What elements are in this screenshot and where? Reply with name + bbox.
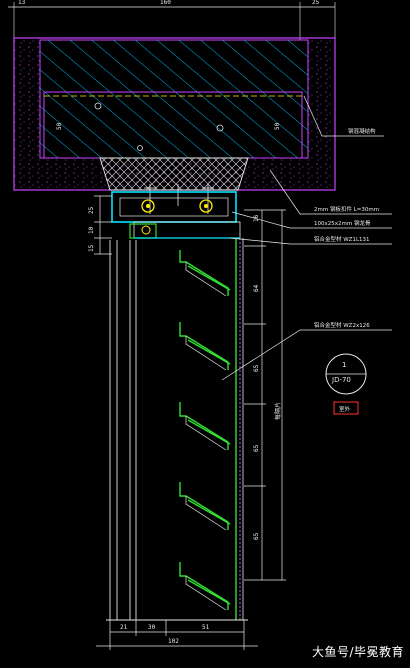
dim-right-16: 16 [253,214,260,222]
section-number: 1 [342,361,347,369]
dim-top-right: 25 [312,0,320,6]
anchor-block [99,157,249,191]
section-code: JD-70 [332,376,351,384]
dim-left-15: 15 [88,244,95,252]
dim-right-overall: 每隔片 [275,401,282,420]
dim-right-64: 64 [253,284,260,292]
dim-top-center: 160 [160,0,171,6]
note-steel-keel: 100x25x2mm 钢龙骨 [314,221,371,227]
dim-inner-left: 50 [56,122,63,130]
dim-bottom-30: 30 [148,624,156,631]
dim-left-25: 25 [88,206,95,214]
section-mark [325,353,367,415]
dim-right-65c: 65 [253,532,260,540]
dim-bottom-51: 51 [202,624,210,631]
dim-inner-right: 50 [274,122,281,130]
note-alu-profile-2: 铝合金型材 WZ2x126 [314,323,370,329]
section-caption: 室外 [339,407,351,413]
dim-bottom-total: 102 [168,638,179,645]
watermark: 大鱼号/毕冕教育 [311,645,404,659]
dim-right-65b: 65 [253,444,260,452]
note-steel-clip: 2mm 钢板扣件 L=30mm [314,207,380,213]
leader-lines [221,95,392,381]
louver-blade-edges [185,262,227,611]
dim-left-10: 10 [88,226,95,234]
steel-channel [111,191,237,223]
note-concrete: 钢混凝结构 [348,129,376,135]
bottom-dimension-lines [96,620,258,650]
louver-blades [179,250,231,610]
dim-right-65a: 65 [253,364,260,372]
dim-bottom-21: 21 [120,624,128,631]
dim-top-left: 13 [18,0,26,6]
top-dimension [8,2,336,40]
left-dimension-lines [94,195,112,255]
aluminium-bracket [129,221,241,239]
vertical-frame [109,238,244,620]
note-alu-profile-1: 铝合金型材 WZ1L131 [314,237,370,243]
right-dimension-lines [244,209,286,581]
